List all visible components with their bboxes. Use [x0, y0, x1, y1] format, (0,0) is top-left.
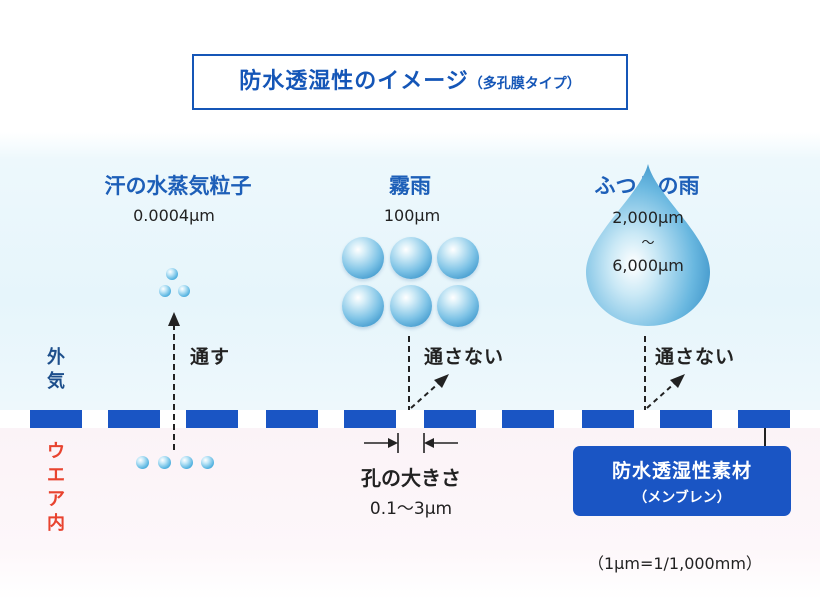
drizzle-droplet — [437, 285, 479, 327]
drizzle-droplet — [342, 285, 384, 327]
pore-arrow-right-head — [424, 438, 434, 448]
vapor-particle — [136, 456, 149, 469]
block-arrow-deflect-rain — [646, 381, 677, 409]
title-sub: （多孔膜タイプ） — [468, 76, 581, 92]
size-drizzle: 100μm — [383, 206, 441, 225]
verb-pass: 通す — [190, 346, 231, 368]
membrane-segment — [582, 410, 634, 428]
membrane-label-sub: （メンブレン） — [633, 490, 731, 506]
membrane-segment — [30, 410, 82, 428]
vapor-particle — [166, 268, 178, 280]
pore-size-label: 孔の大きさ — [361, 466, 461, 490]
block-arrow-deflect-drizzle — [410, 381, 441, 409]
size-rain-separator: 〜 — [641, 236, 655, 251]
vapor-particle — [201, 456, 214, 469]
pore-size-value: 0.1〜3μm — [369, 499, 453, 519]
membrane-segment — [266, 410, 318, 428]
column-title-drizzle: 霧雨 — [389, 174, 431, 198]
membrane-label-box: 防水透湿性素材 （メンブレン） — [573, 446, 791, 516]
membrane-segment — [502, 410, 554, 428]
membrane-segment — [186, 410, 238, 428]
column-title-sweat-vapor: 汗の水蒸気粒子 — [104, 174, 252, 198]
outside-air-label: 外気 — [44, 346, 68, 394]
size-rain-top: 2,000μm — [612, 208, 684, 227]
membrane-segment — [738, 410, 790, 428]
title-main: 防水透湿性のイメージ — [239, 69, 469, 94]
membrane-segment — [108, 410, 160, 428]
inside-wear-label: ウエア内 — [44, 440, 68, 536]
drizzle-droplet — [390, 237, 432, 279]
drizzle-droplet — [437, 237, 479, 279]
vapor-particle — [158, 456, 171, 469]
vapor-particle — [180, 456, 193, 469]
pass-arrow-head — [168, 312, 180, 326]
verb-block-drizzle: 通さない — [424, 346, 505, 368]
size-rain-bottom: 6,000μm — [612, 256, 684, 275]
block-arrow-head-drizzle — [434, 374, 449, 388]
drizzle-droplet — [390, 285, 432, 327]
verb-block-rain: 通さない — [655, 346, 736, 368]
drizzle-droplet — [342, 237, 384, 279]
membrane-segment — [344, 410, 396, 428]
title-box: 防水透湿性のイメージ（多孔膜タイプ） — [192, 54, 628, 110]
vapor-particle — [178, 285, 190, 297]
vapor-particle — [159, 285, 171, 297]
pore-arrow-left-head — [388, 438, 398, 448]
membrane-segment — [660, 410, 712, 428]
block-arrow-head-rain — [670, 374, 685, 388]
membrane-segment — [424, 410, 476, 428]
unit-note: （1μm=1/1,000mm） — [588, 554, 762, 573]
membrane-label-main: 防水透湿性素材 — [611, 460, 752, 482]
inside-wear-text: ウエア内 — [47, 441, 65, 534]
outside-air-text: 外気 — [47, 347, 65, 392]
size-sweat-vapor: 0.0004μm — [133, 206, 215, 225]
raindrop-shape — [586, 164, 710, 326]
